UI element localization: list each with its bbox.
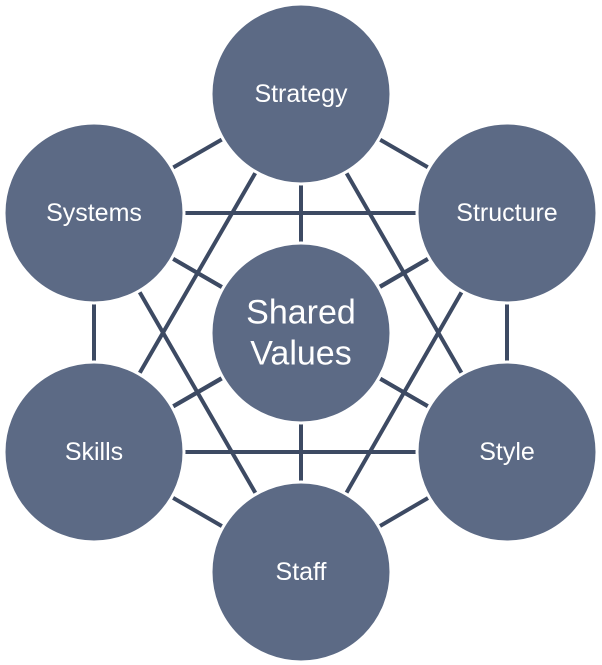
- node-circle-staff: [209, 480, 393, 664]
- node-label-structure: Structure: [456, 199, 557, 227]
- node-label-systems: Systems: [46, 199, 142, 227]
- node-label-shared-values-line-1: Shared: [246, 293, 356, 331]
- node-label-shared-values-line-2: Values: [250, 335, 351, 373]
- node-circle-style: [415, 360, 599, 544]
- node-systems: Systems: [2, 121, 186, 305]
- node-circle-strategy: [209, 2, 393, 186]
- node-circle-skills: [2, 360, 186, 544]
- node-style: Style: [415, 360, 599, 544]
- node-strategy: Strategy: [209, 2, 393, 186]
- node-label-skills: Skills: [65, 438, 123, 466]
- node-structure: Structure: [415, 121, 599, 305]
- node-label-strategy: Strategy: [254, 80, 348, 108]
- node-skills: Skills: [2, 360, 186, 544]
- node-staff: Staff: [209, 480, 393, 664]
- node-label-style: Style: [479, 438, 535, 466]
- node-circle-shared-values: [209, 241, 393, 425]
- node-circle-structure: [415, 121, 599, 305]
- node-label-staff: Staff: [276, 558, 327, 586]
- node-circle-systems: [2, 121, 186, 305]
